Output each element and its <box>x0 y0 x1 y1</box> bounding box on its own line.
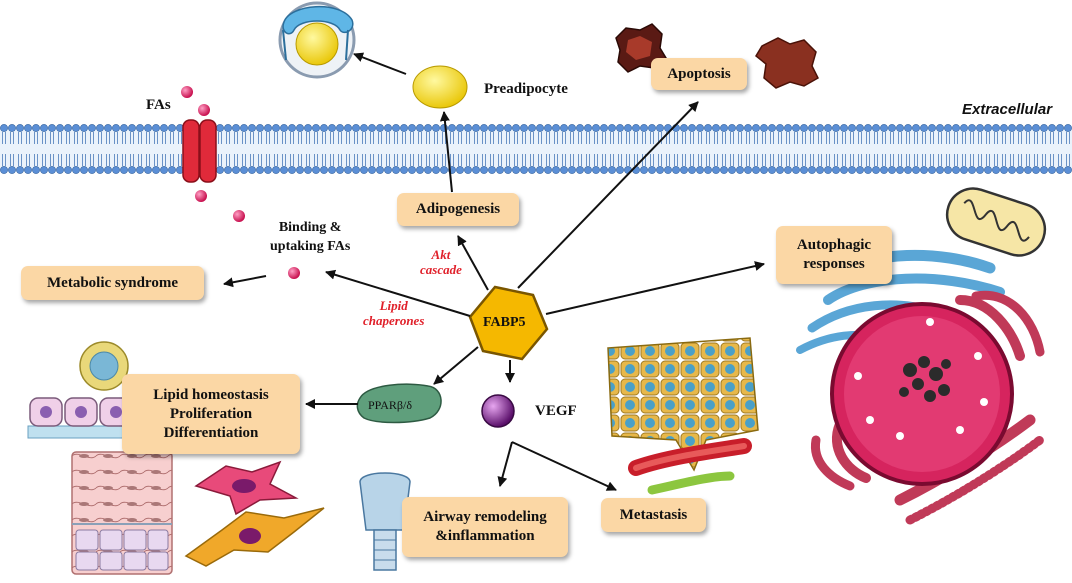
airway-remodeling-box: Airway remodeling &inflammation <box>402 497 568 557</box>
airway-icon <box>359 472 411 571</box>
fabp5-label: FABP5 <box>483 315 526 330</box>
fibroblast-icon <box>184 460 325 567</box>
metastasis-box: Metastasis <box>601 498 706 532</box>
lipid-homeostasis-box: Lipid homeostasis Proliferation Differen… <box>122 374 300 454</box>
ppar-receptor-icon <box>356 383 442 424</box>
preadipocyte-icon <box>412 65 468 109</box>
arrow-adipogenesis-to-preadipocyte <box>439 111 453 193</box>
lipid-chaperones-label: Lipid chaperones <box>363 298 425 328</box>
autophagic-responses-box: Autophagic responses <box>776 226 892 284</box>
arrow-to-ppar <box>433 346 479 385</box>
fabp5-hexagon <box>468 285 549 361</box>
arrow-to-autophagic <box>545 261 765 315</box>
endoplasmic-reticulum-icon <box>810 290 1045 525</box>
lipid-droplet-icon <box>79 341 129 391</box>
arrow-to-metabolic <box>223 275 267 288</box>
vegf-molecule-icon <box>481 394 515 428</box>
metabolic-syndrome-box: Metabolic syndrome <box>21 266 204 300</box>
blood-vessel-icon <box>628 438 752 495</box>
fa-channel-icon <box>182 119 217 183</box>
skin-tissue-icon <box>71 451 173 575</box>
binding-uptaking-label: Binding & uptaking FAs <box>270 220 351 254</box>
cell-membrane <box>0 124 1072 174</box>
apoptosis-box: Apoptosis <box>651 58 747 90</box>
arrow-to-apoptosis <box>517 101 699 289</box>
akt-cascade-label: Akt cascade <box>420 247 462 277</box>
arrow-to-binding <box>325 269 471 317</box>
adipogenesis-box: Adipogenesis <box>397 193 519 226</box>
nucleus-icon <box>830 302 1014 486</box>
arrow-vegf-to-airway <box>497 441 513 487</box>
preadipocyte-label: Preadipocyte <box>484 81 568 97</box>
arrow-vegf-to-metastasis <box>511 441 617 491</box>
ppar-label: PPARβ/δ <box>368 398 413 412</box>
mitochondrion-icon <box>945 187 1047 257</box>
fa-molecules-icon <box>181 86 300 279</box>
adipocyte-icon <box>278 1 356 79</box>
vegf-label: VEGF <box>535 403 577 419</box>
extracellular-label: Extracellular <box>962 101 1053 118</box>
fragmented-cell-icon <box>755 37 819 89</box>
arrow-preadipocyte-to-adipocyte <box>353 52 407 75</box>
fas-label: FAs <box>146 97 171 113</box>
epithelial-cells-icon <box>27 397 135 439</box>
arrow-to-adipogenesis <box>457 235 489 291</box>
